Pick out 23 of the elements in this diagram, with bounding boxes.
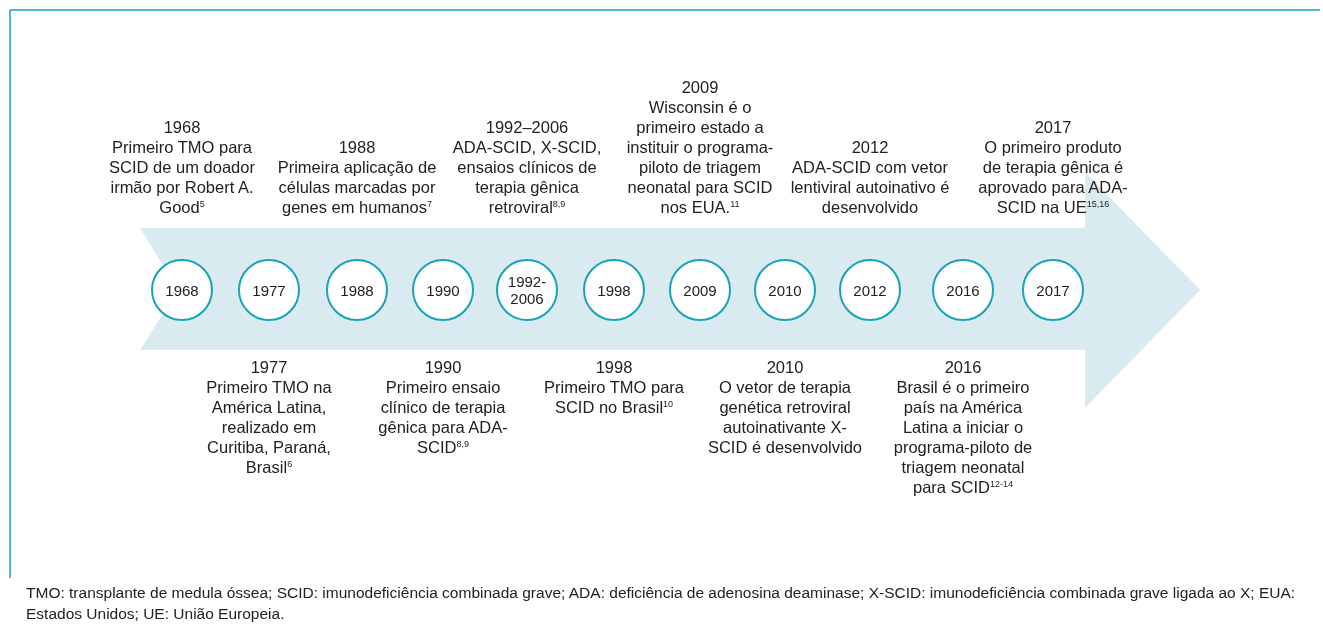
event-description: Brasil é o primeiro país na América Latina a iniciar o programa-piloto de triagem neonatal para SCID$^{12-14}$ — [892, 377, 1034, 497]
year-label: 1968 — [162, 117, 202, 137]
event-description: ADA-SCID com vetor lentiviral autoinativo é desenvolvido — [790, 157, 950, 217]
year-label: 1992–2006 — [484, 117, 570, 137]
event-description: Primeiro TMO para SCID de um doador irmão por Robert A. Good$^{5}$ — [108, 137, 256, 217]
event-description: O vetor de terapia genética retroviral autoinativante X-SCID é desenvolvido — [706, 377, 864, 457]
caption: TMO: transplante de medula óssea; SCID: imunodeficiência combinada grave; ADA: deficiência de adenosina deaminase; X-SCID: imunodeficiência combinada grave ligada ao X; EUA: Estados Unidos; UE: União Europeia. — [26, 583, 1297, 624]
event-description: O primeiro produto de terapia gênica é aprovado para ADA-SCID na UE$^{15,16}$ — [977, 137, 1129, 217]
event-description: ADA-SCID, X-SCID, ensaios clínicos de terapia gênica retroviral$^{8,9}$ — [451, 137, 603, 217]
year-label: 2017 — [1033, 117, 1073, 137]
event-description: Primeiro TMO na América Latina, realizado em Curitiba, Paraná, Brasil$^{6}$ — [205, 377, 333, 477]
year-label: 1998 — [594, 357, 634, 377]
year-label: 2009 — [680, 77, 720, 97]
year-label: 2012 — [850, 137, 890, 157]
event-description: Primeiro TMO para SCID no Brasil$^{10}$ — [543, 377, 685, 417]
year-label: 1990 — [423, 357, 463, 377]
year-label: 2016 — [943, 357, 983, 377]
year-label: 2010 — [765, 357, 805, 377]
year-label: 1988 — [337, 137, 377, 157]
year-label: 1977 — [249, 357, 289, 377]
event-description: Primeiro ensaio clínico de terapia gênica para ADA-SCID$^{8,9}$ — [377, 377, 509, 457]
event-description: Primeira aplicação de células marcadas por genes em humanos$^{7}$ — [277, 157, 437, 217]
event-description: Wisconsin é o primeiro estado a instituir o programa-piloto de triagem neonatal para SCID nos EUA.$^{11}$ — [625, 97, 775, 217]
